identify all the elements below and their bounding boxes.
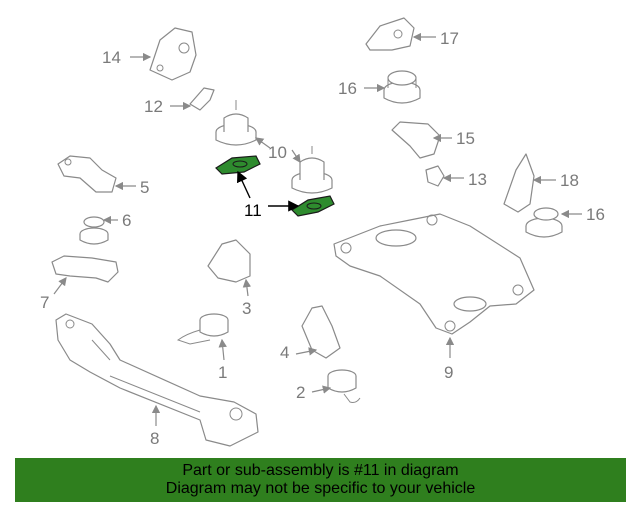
part-11-mount-plate-right[interactable] — [291, 195, 335, 217]
callout-3: 3 — [242, 299, 251, 318]
callout-7: 7 — [40, 293, 49, 312]
part-17-bracket[interactable] — [365, 17, 415, 51]
leader-1 — [218, 338, 227, 361]
callout-17: 17 — [440, 29, 459, 48]
part-6-mount[interactable] — [79, 216, 109, 245]
callout-5: 5 — [140, 178, 149, 197]
callout-12: 12 — [144, 97, 163, 116]
part-14-bracket[interactable] — [149, 27, 197, 81]
part-9-subframe[interactable] — [333, 213, 535, 335]
part-5-bracket[interactable] — [57, 155, 117, 193]
leader-10a — [255, 137, 271, 149]
callout-18: 18 — [560, 171, 579, 190]
leader-11a — [237, 170, 251, 199]
part-13-bracket[interactable] — [425, 165, 445, 187]
callout-15: 15 — [456, 129, 475, 148]
callout-16-upper: 16 — [338, 79, 357, 98]
callout-9: 9 — [444, 363, 453, 382]
part-16-mount-lower[interactable] — [525, 207, 563, 238]
callout-8: 8 — [150, 429, 159, 448]
part-10-mount-left[interactable] — [215, 100, 257, 146]
callout-1: 1 — [218, 363, 227, 382]
callout-13: 13 — [468, 170, 487, 189]
leader-3 — [242, 278, 252, 297]
leader-7 — [53, 277, 67, 295]
part-11-mount-plate-left[interactable] — [215, 155, 261, 175]
part-16-mount-upper[interactable] — [383, 70, 421, 104]
leader-2 — [311, 385, 332, 394]
callout-14: 14 — [102, 48, 121, 67]
part-3-bracket[interactable] — [207, 239, 251, 283]
callout-6: 6 — [122, 211, 131, 230]
part-12-bracket[interactable] — [189, 87, 215, 111]
callout-4: 4 — [280, 343, 289, 362]
part-10-mount-right[interactable] — [291, 146, 333, 194]
info-banner: Part or sub-assembly is #11 in diagram D… — [15, 458, 626, 502]
callout-11: 11 — [244, 201, 262, 220]
banner-line-2: Diagram may not be specific to your vehi… — [165, 480, 476, 497]
callout-16-lower: 16 — [586, 205, 605, 224]
part-2-mount[interactable] — [327, 369, 361, 403]
callout-2: 2 — [296, 383, 305, 402]
part-15-bracket[interactable] — [391, 121, 441, 159]
callout-10: 10 — [268, 143, 287, 162]
part-18-bracket[interactable] — [503, 153, 535, 213]
leader-10b — [291, 149, 301, 163]
leader-4 — [295, 347, 318, 356]
part-1-mount[interactable] — [176, 313, 229, 345]
part-7-bracket[interactable] — [51, 255, 119, 283]
banner-line-1: Part or sub-assembly is #11 in diagram — [182, 462, 459, 479]
part-4-bracket[interactable] — [301, 305, 341, 359]
part-8-crossmember[interactable] — [55, 313, 259, 447]
